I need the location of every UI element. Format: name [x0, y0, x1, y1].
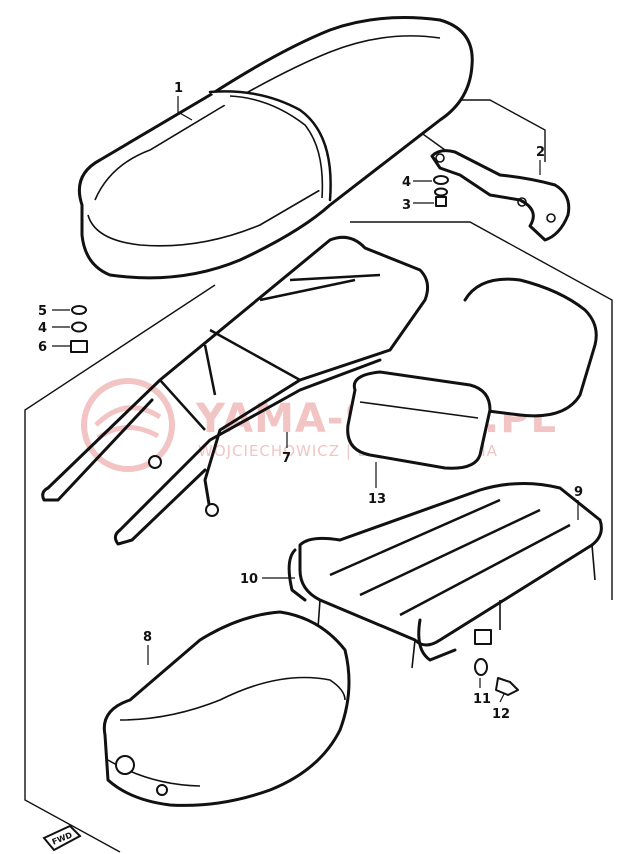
leader-lines: [52, 96, 579, 703]
seat-dual: [77, 16, 474, 280]
carrier-fasteners: [474, 658, 519, 696]
callout-13: 13: [368, 492, 386, 507]
rack-fasteners: [70, 305, 88, 353]
callout-1: 1: [174, 81, 183, 96]
boundary-right: [350, 221, 613, 600]
callout-5: 5: [38, 304, 47, 319]
seat-solo: [102, 610, 351, 807]
fwd-arrow-icon: [42, 824, 82, 852]
callout-9: 9: [574, 485, 583, 500]
callouts: 1 2 3 4 5 4 6 7 8 9 10 11 12 13: [38, 81, 583, 722]
callout-12: 12: [492, 707, 510, 722]
callout-11: 11: [473, 692, 491, 707]
callout-4b: 4: [38, 321, 47, 336]
watermark-logo-icon: [81, 378, 175, 472]
seat-bracket: [430, 149, 571, 242]
callout-7: 7: [282, 451, 291, 466]
callout-6: 6: [38, 340, 47, 355]
callout-8: 8: [143, 630, 152, 645]
fwd-badge: FWD: [42, 824, 82, 852]
callout-3: 3: [402, 198, 411, 213]
callout-2: 2: [536, 145, 545, 160]
callout-10: 10: [240, 572, 258, 587]
callout-4a: 4: [402, 175, 411, 190]
bracket-fasteners: [433, 175, 449, 207]
boundary-left: [24, 284, 216, 853]
rear-rack: [41, 235, 430, 546]
carrier-rack: [287, 482, 603, 669]
pillion-seat: [346, 277, 598, 470]
